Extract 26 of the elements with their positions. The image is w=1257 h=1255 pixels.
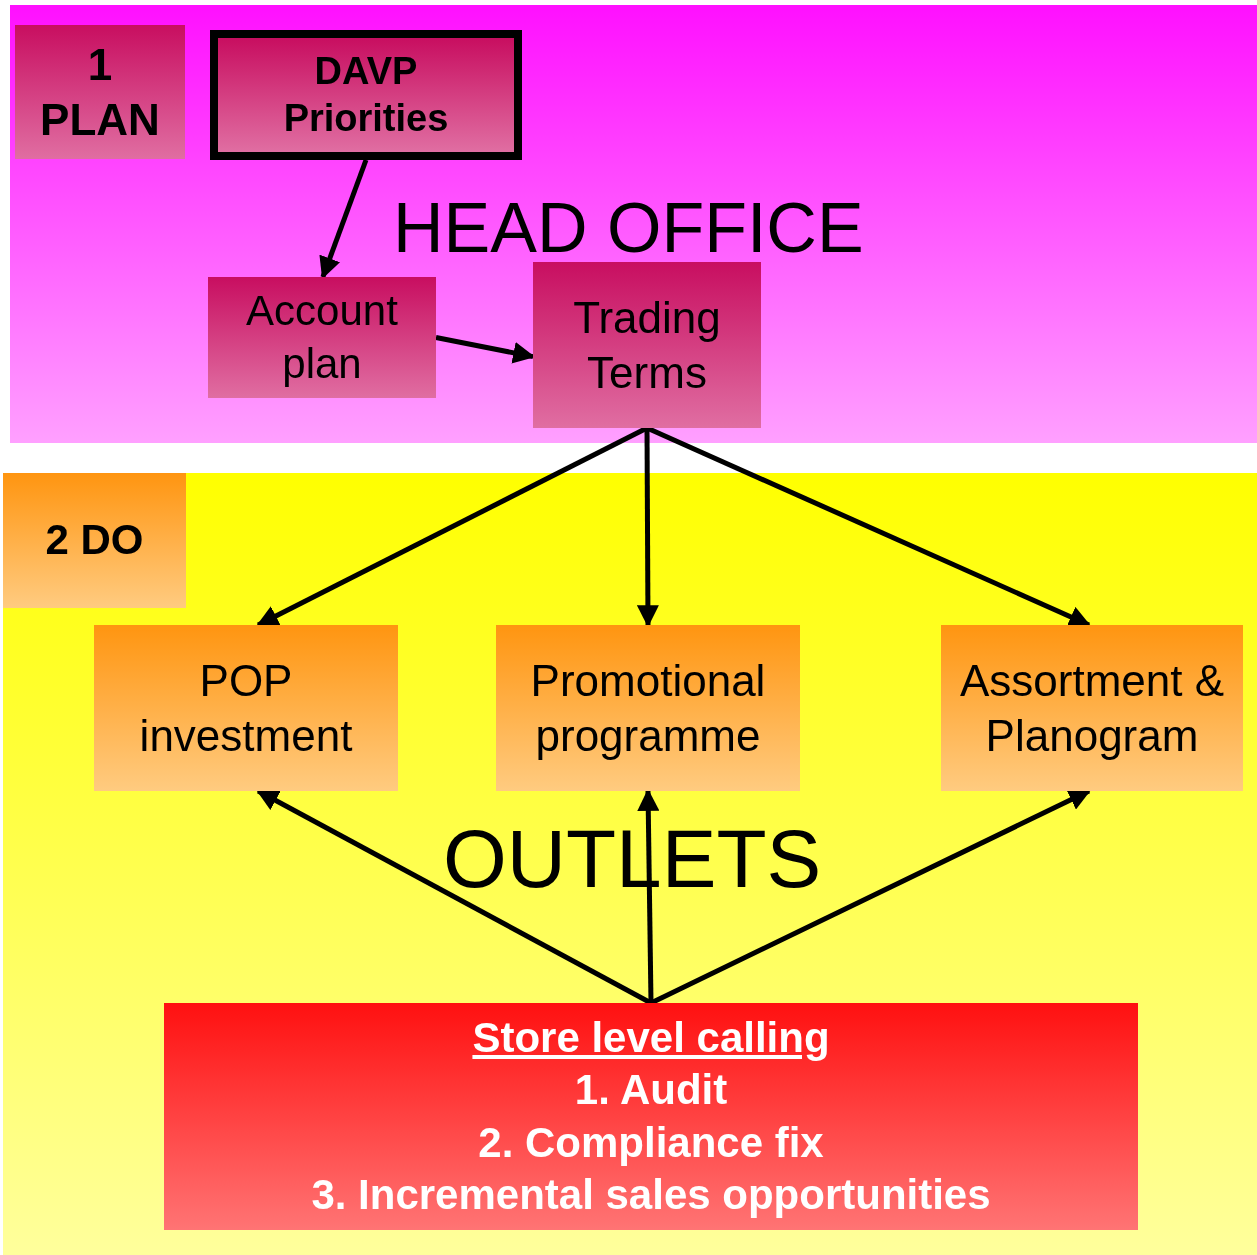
priorities-box <box>210 30 522 160</box>
process-box <box>94 625 398 791</box>
arrow <box>636 428 659 628</box>
step-label-box <box>15 25 185 159</box>
box-label: POP investment <box>138 655 354 762</box>
process-box <box>533 262 761 428</box>
head-office-band <box>10 5 1257 443</box>
box-label: Assortment & Planogram <box>958 655 1226 762</box>
list-item: 1. Audit <box>573 1065 729 1115</box>
box-label: Account plan <box>245 286 399 389</box>
box-heading: Store level calling <box>471 1012 831 1063</box>
store-calling-box <box>164 1003 1138 1230</box>
band-heading: HEAD OFFICE <box>393 193 864 263</box>
list-item: 3. Incremental sales opportunities <box>310 1170 992 1220</box>
list-item: 2. Compliance fix <box>477 1117 825 1168</box>
process-box <box>941 625 1243 791</box>
box-label: Trading Terms <box>572 292 722 399</box>
box-label: 2 DO <box>44 515 145 566</box>
box-label: DAVP Priorities <box>282 48 450 141</box>
step-label-box <box>3 473 186 608</box>
box-label: Promotional programme <box>529 655 767 762</box>
arrow <box>319 159 369 280</box>
process-box <box>208 277 436 398</box>
process-box <box>496 625 800 791</box>
outlets-band <box>3 473 1257 1255</box>
box-label: 1 PLAN <box>39 39 161 146</box>
